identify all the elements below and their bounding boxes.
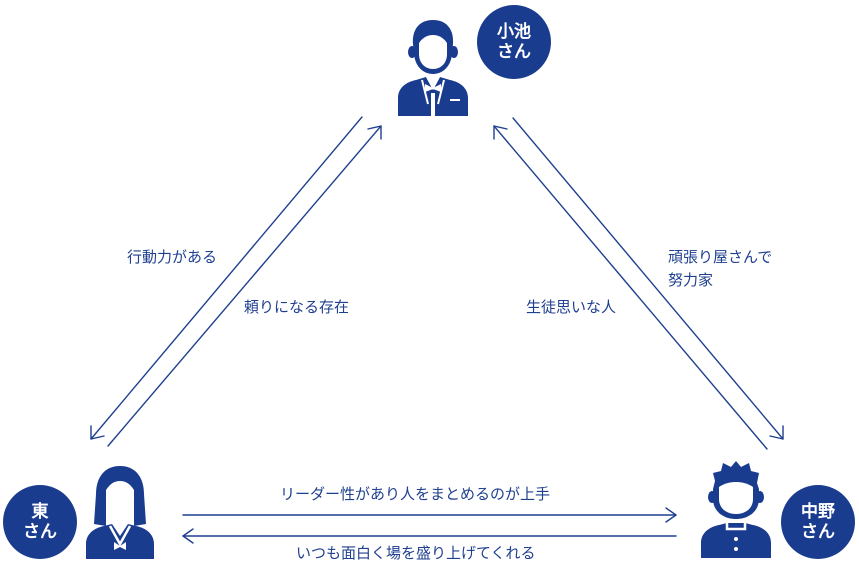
- label-right-to-top-line1: 頑張り屋さんで: [668, 248, 773, 266]
- badge-left: 東 さん: [3, 485, 77, 559]
- arrow-top-to-right: [512, 117, 784, 440]
- badge-suffix: さん: [801, 522, 835, 542]
- label-right-to-top-line2: 努力家: [668, 271, 714, 289]
- person-top: [392, 16, 474, 118]
- arrow-left-to-top: [107, 125, 382, 447]
- badge-right: 中野 さん: [781, 485, 855, 559]
- label-right-to-left: いつも面白く場を盛り上げてくれる: [296, 544, 536, 562]
- label-left-to-top: 行動力がある: [127, 248, 218, 266]
- arrow-left-to-right: [182, 507, 677, 523]
- person-left: [84, 464, 156, 560]
- badge-name: 小池: [497, 22, 531, 42]
- person-right: [699, 459, 773, 559]
- badge-name: 中野: [801, 502, 835, 522]
- arrow-top-to-left: [90, 116, 363, 440]
- label-left-to-right: リーダー性があり人をまとめるのが上手: [280, 485, 551, 503]
- label-top-to-left: 頼りになる存在: [244, 298, 350, 316]
- badge-suffix: さん: [497, 42, 531, 62]
- male-student-icon: [701, 461, 771, 558]
- badge-suffix: さん: [23, 522, 57, 542]
- label-top-to-right: 生徒思いな人: [526, 298, 617, 316]
- businessman-icon: [398, 20, 468, 116]
- arrow-right-to-left: [182, 528, 677, 544]
- badge-name: 東: [31, 502, 49, 522]
- arrow-right-to-top: [493, 125, 768, 450]
- badge-top: 小池 さん: [477, 5, 551, 79]
- female-student-icon: [86, 466, 154, 559]
